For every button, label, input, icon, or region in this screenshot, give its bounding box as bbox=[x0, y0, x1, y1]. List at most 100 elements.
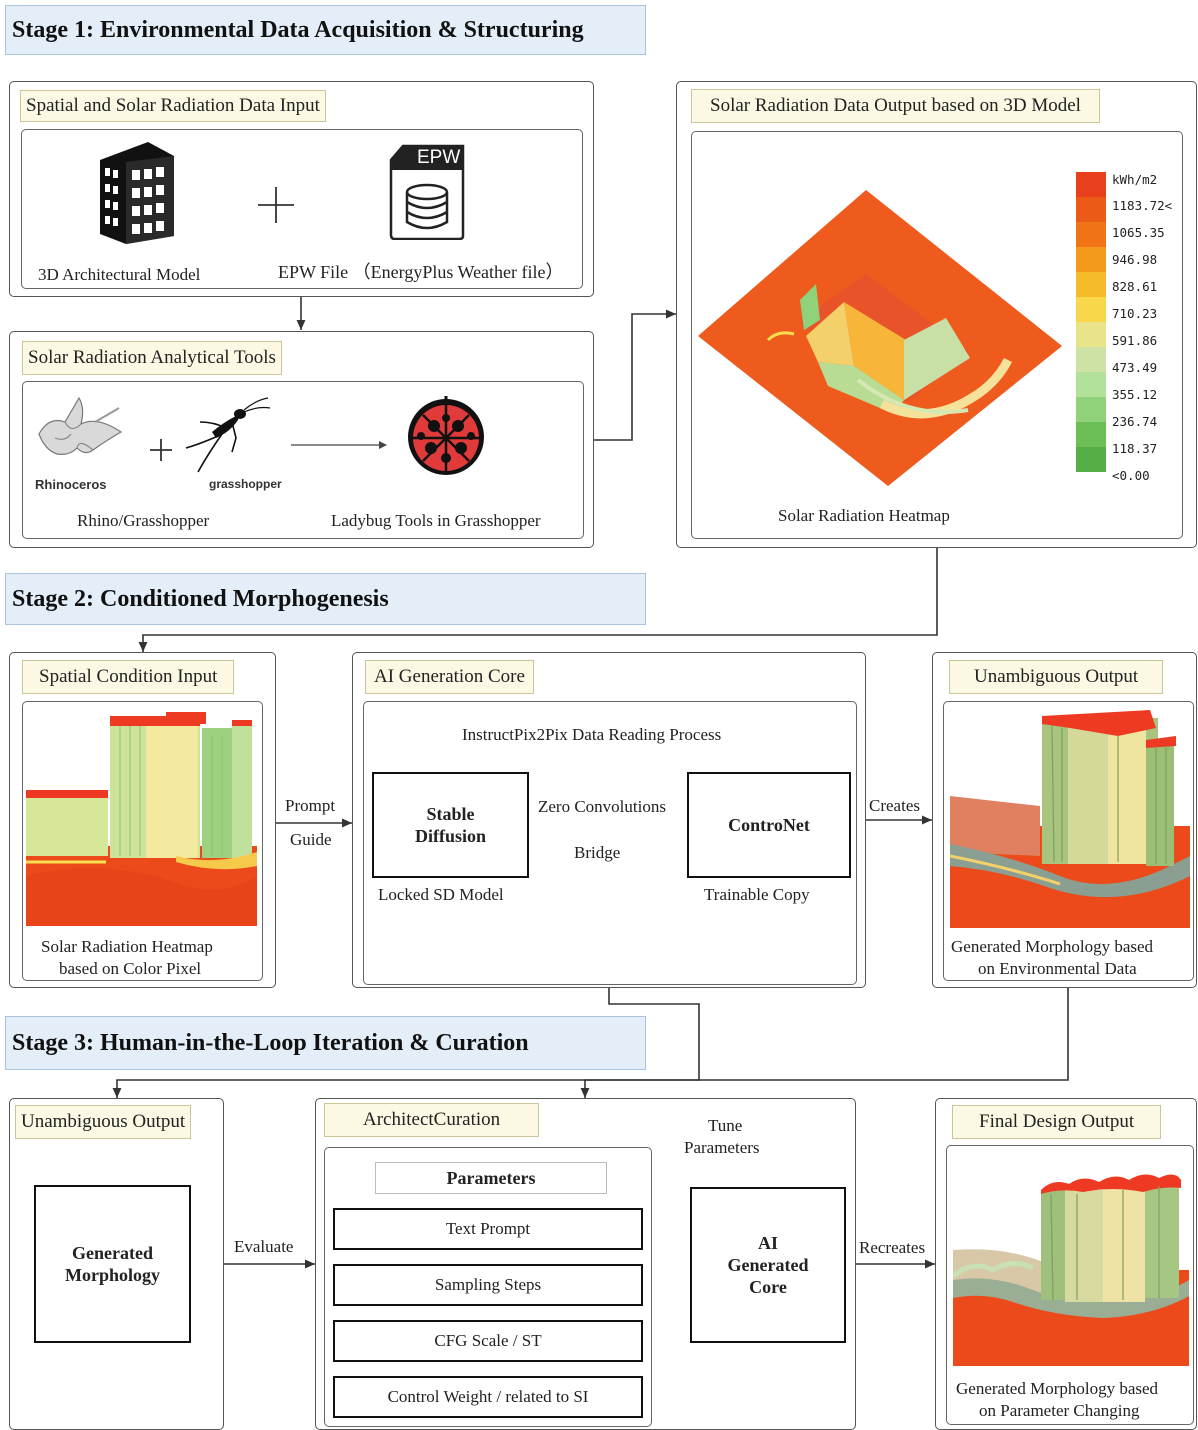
architect-curation-panel: ArchitectCuration Parameters Text Prompt… bbox=[315, 1098, 856, 1430]
stage-2-title-text: Stage 2: Conditioned Morphogenesis bbox=[12, 585, 389, 612]
process-title: InstructPix2Pix Data Reading Process bbox=[462, 725, 722, 744]
gm-line-2: Morphology bbox=[64, 1265, 160, 1285]
legend-swatch bbox=[1076, 322, 1106, 348]
final-design-panel: Final Design Output Generated Morphology… bbox=[935, 1098, 1197, 1430]
agc-line-1: AI bbox=[757, 1233, 778, 1253]
agc-line-3: Core bbox=[749, 1277, 787, 1297]
param-sampling-steps[interactable]: Sampling Steps bbox=[333, 1264, 643, 1306]
legend-value: 118.37 bbox=[1112, 441, 1158, 456]
param-control-weight[interactable]: Control Weight / related to SI bbox=[333, 1376, 643, 1418]
legend-unit: kWh/m2 bbox=[1112, 172, 1158, 187]
legend-swatch bbox=[1076, 447, 1106, 472]
prompt-label: Prompt bbox=[285, 796, 336, 815]
tune-label-2: Parameters bbox=[684, 1138, 760, 1157]
ai-generation-core-inner: InstructPix2Pix Data Reading Process Sta… bbox=[363, 701, 857, 985]
building-icon bbox=[100, 142, 174, 244]
output-caption-1: Generated Morphology based bbox=[951, 937, 1154, 956]
legend-swatch bbox=[1076, 422, 1106, 448]
spatial-caption-2: based on Color Pixel bbox=[59, 959, 202, 978]
agc-line-2: Generated bbox=[727, 1255, 809, 1275]
gm-line-1: Generated bbox=[72, 1243, 153, 1263]
plus-icon bbox=[258, 187, 294, 223]
legend-swatch bbox=[1076, 297, 1106, 323]
zero-conv-label: Zero Convolutions bbox=[538, 797, 666, 816]
legend-value: 355.12 bbox=[1112, 387, 1158, 402]
stage-1-title-text: Stage 1: Environmental Data Acquisition … bbox=[12, 16, 584, 43]
cn-caption: Trainable Copy bbox=[704, 885, 810, 904]
radiation-output-panel: Solar Radiation Data Output based on 3D … bbox=[676, 81, 1197, 548]
bridge-label: Bridge bbox=[574, 843, 621, 862]
legend-value: 591.86 bbox=[1112, 333, 1158, 348]
data-input-inner: EPW 3D Architectural Model EPW File （Ene… bbox=[21, 129, 583, 289]
rhino-caption: Rhino/Grasshopper bbox=[77, 511, 210, 530]
plus-icon bbox=[150, 439, 172, 461]
legend-value: 236.74 bbox=[1112, 414, 1158, 429]
unambiguous-output-inner: Generated Morphology based on Environmen… bbox=[943, 701, 1194, 981]
parameters-panel: Parameters Text Prompt Sampling Steps CF… bbox=[324, 1147, 652, 1427]
unambiguous-output-label: Unambiguous Output bbox=[949, 660, 1164, 694]
final-morphology-image bbox=[953, 1150, 1189, 1366]
grasshopper-logo-text: grasshopper bbox=[209, 477, 282, 491]
analytical-tools-label: Solar Radiation Analytical Tools bbox=[22, 341, 282, 375]
legend-swatch bbox=[1076, 397, 1106, 423]
legend-value: 710.23 bbox=[1112, 306, 1158, 321]
unambiguous-output-panel: Unambiguous Output Generated Morphology … bbox=[932, 652, 1197, 988]
legend-swatch bbox=[1076, 372, 1106, 398]
rhino-icon bbox=[38, 396, 123, 455]
final-caption-2: on Parameter Changing bbox=[979, 1401, 1140, 1420]
architect-curation-label: ArchitectCuration bbox=[324, 1103, 540, 1137]
legend-value: 1183.72< bbox=[1112, 198, 1173, 213]
controlnet-box: ControNet bbox=[687, 772, 851, 878]
evaluate-label: Evaluate bbox=[234, 1237, 294, 1256]
ai-generation-core-panel: AI Generation Core InstructPix2Pix Data … bbox=[352, 652, 866, 988]
final-design-label: Final Design Output bbox=[952, 1105, 1162, 1139]
creates-label: Creates bbox=[869, 796, 920, 815]
rhino-logo-text: Rhinoceros bbox=[35, 477, 107, 492]
spatial-caption-1: Solar Radiation Heatmap bbox=[41, 937, 213, 956]
tune-label-1: Tune bbox=[708, 1116, 743, 1135]
analytical-tools-inner: Rhinoceros grasshopper Rhin bbox=[22, 381, 584, 539]
legend-value: 1065.35 bbox=[1112, 225, 1165, 240]
spatial-condition-panel: Spatial Condition Input Solar Radiation … bbox=[9, 652, 276, 988]
radiation-output-inner: kWh/m2 1183.72< 1065.35 946.98 828.61 710.23… bbox=[691, 131, 1183, 539]
param-cfg-scale[interactable]: CFG Scale / ST bbox=[333, 1320, 643, 1362]
epw-caption: EPW File （EnergyPlus Weather file） bbox=[278, 262, 564, 282]
recreates-label: Recreates bbox=[859, 1238, 926, 1257]
legend-swatch bbox=[1076, 247, 1106, 273]
stage-2-title: Stage 2: Conditioned Morphogenesis bbox=[5, 573, 646, 625]
legend-value: 946.98 bbox=[1112, 252, 1158, 267]
param-text-prompt[interactable]: Text Prompt bbox=[333, 1208, 643, 1250]
stage-3-title: Stage 3: Human-in-the-Loop Iteration & C… bbox=[5, 1016, 646, 1070]
grasshopper-icon bbox=[185, 397, 271, 473]
stage3-unambiguous-label: Unambiguous Output bbox=[15, 1105, 192, 1139]
sd-line-2: Diffusion bbox=[414, 826, 486, 846]
legend-value: 828.61 bbox=[1112, 279, 1158, 294]
ai-generated-core-box: AI Generated Core bbox=[690, 1187, 846, 1343]
epw-badge-text: EPW bbox=[417, 147, 461, 168]
final-caption-1: Generated Morphology based bbox=[956, 1379, 1159, 1398]
legend-swatch bbox=[1076, 272, 1106, 298]
stage-1-title: Stage 1: Environmental Data Acquisition … bbox=[5, 5, 646, 55]
generated-morphology-image bbox=[950, 706, 1190, 928]
ladybug-caption: Ladybug Tools in Grasshopper bbox=[331, 511, 541, 530]
heatmap-caption: Solar Radiation Heatmap bbox=[778, 506, 950, 525]
final-design-inner: Generated Morphology based on Parameter … bbox=[946, 1145, 1194, 1425]
data-input-panel: Spatial and Solar Radiation Data Input bbox=[9, 81, 594, 297]
legend-swatch bbox=[1076, 222, 1106, 248]
epw-file-icon: EPW bbox=[389, 144, 465, 240]
spatial-condition-label: Spatial Condition Input bbox=[22, 660, 235, 694]
analytical-tools-panel: Solar Radiation Analytical Tools Rhinoce… bbox=[9, 331, 594, 548]
output-caption-2: on Environmental Data bbox=[978, 959, 1137, 978]
ai-generation-core-label: AI Generation Core bbox=[365, 660, 534, 694]
controlnet-label: ControNet bbox=[728, 815, 810, 835]
legend-value: 473.49 bbox=[1112, 360, 1158, 375]
legend-swatch bbox=[1076, 172, 1106, 198]
sd-line-1: Stable bbox=[426, 804, 475, 824]
stage-3-title-text: Stage 3: Human-in-the-Loop Iteration & C… bbox=[12, 1029, 529, 1056]
parameters-header: Parameters bbox=[375, 1162, 607, 1194]
guide-label: Guide bbox=[290, 830, 332, 849]
legend-swatch bbox=[1076, 347, 1106, 373]
